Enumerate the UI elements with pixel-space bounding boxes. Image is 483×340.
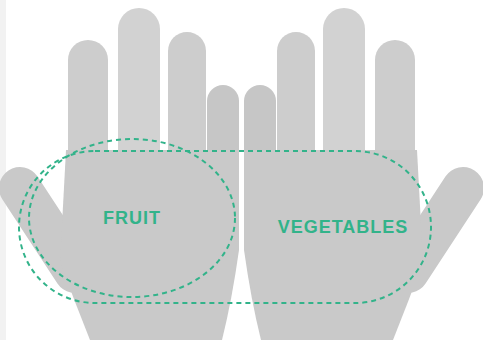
group-label: VEGETABLES: [254, 215, 432, 239]
group-label: FRUIT: [28, 206, 236, 230]
group-ellipse: FRUIT: [28, 138, 236, 298]
edge-shade: [0, 0, 6, 340]
right-hand: [244, 29, 463, 340]
group-stadium: VEGETABLES FRUIT: [18, 150, 432, 304]
left-hand: [20, 29, 239, 340]
